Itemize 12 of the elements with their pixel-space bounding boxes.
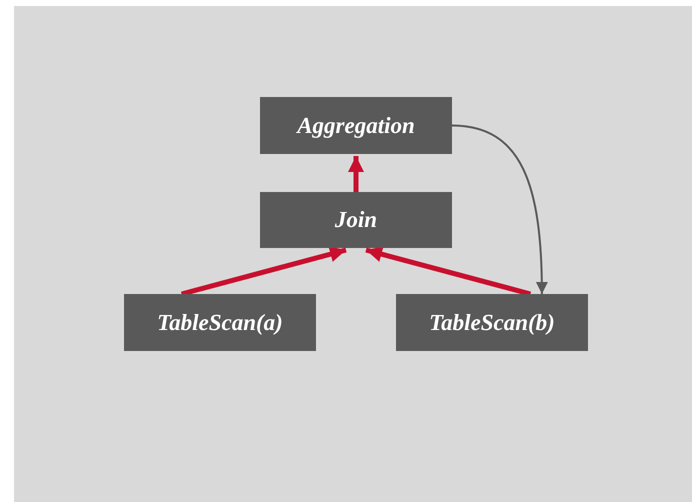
process-box xyxy=(396,294,588,351)
arrow xyxy=(348,156,364,192)
process-box xyxy=(124,294,316,351)
arrow xyxy=(365,246,532,296)
node-label: Join xyxy=(334,207,378,233)
process-box xyxy=(260,192,452,248)
arrow xyxy=(180,246,347,296)
process-box xyxy=(260,97,452,154)
node-label: TableScan(b) xyxy=(429,310,555,336)
node-label: Aggregation xyxy=(297,112,415,138)
node-label: TableScan(a) xyxy=(157,310,283,336)
arrow xyxy=(452,124,548,294)
